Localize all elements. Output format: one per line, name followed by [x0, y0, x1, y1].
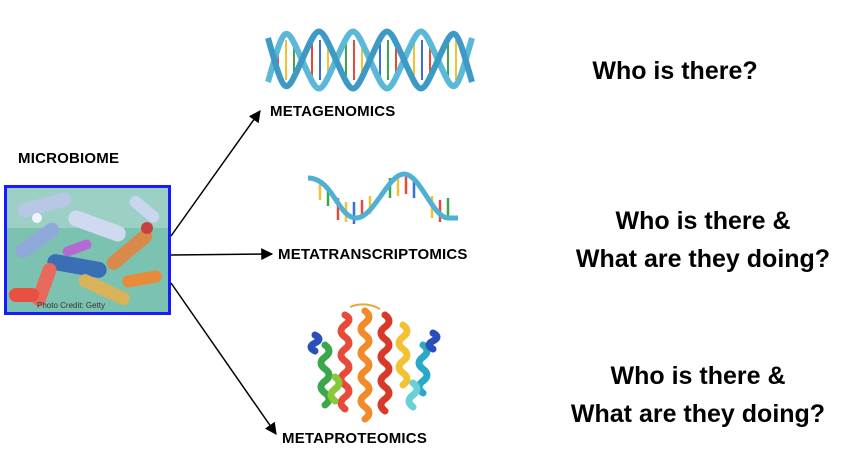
arrow-to-metaproteomics	[170, 282, 277, 435]
rna-strand-icon	[307, 171, 458, 224]
label-metatranscriptomics: METATRANSCRIPTOMICS	[278, 246, 468, 263]
protein-structure-icon	[307, 303, 441, 423]
question-metaproteomics-line1: Who is there &	[610, 362, 786, 390]
question-metatranscriptomics-line2: What are they doing?	[575, 245, 831, 273]
dna-double-helix-icon	[265, 28, 475, 92]
question-metatranscriptomics: Who is there & What are they doing?	[553, 202, 853, 278]
label-metaproteomics: METAPROTEOMICS	[282, 430, 428, 447]
arrow-to-metagenomics	[170, 110, 261, 237]
question-metagenomics-line1: Who is there?	[592, 57, 758, 85]
question-metatranscriptomics-line1: Who is there &	[615, 207, 791, 235]
microbiome-photo: Photo Credit: Getty	[4, 185, 171, 315]
question-metagenomics: Who is there?	[560, 52, 790, 90]
bacteria-illustration	[7, 188, 168, 312]
question-metaproteomics-line2: What are they doing?	[570, 400, 826, 428]
arrow-to-metatranscriptomics	[170, 248, 274, 261]
photo-credit: Photo Credit: Getty	[37, 301, 106, 310]
microbiome-title: MICROBIOME	[18, 150, 120, 167]
question-metaproteomics: Who is there & What are they doing?	[548, 357, 848, 433]
label-metagenomics: METAGENOMICS	[270, 103, 396, 120]
